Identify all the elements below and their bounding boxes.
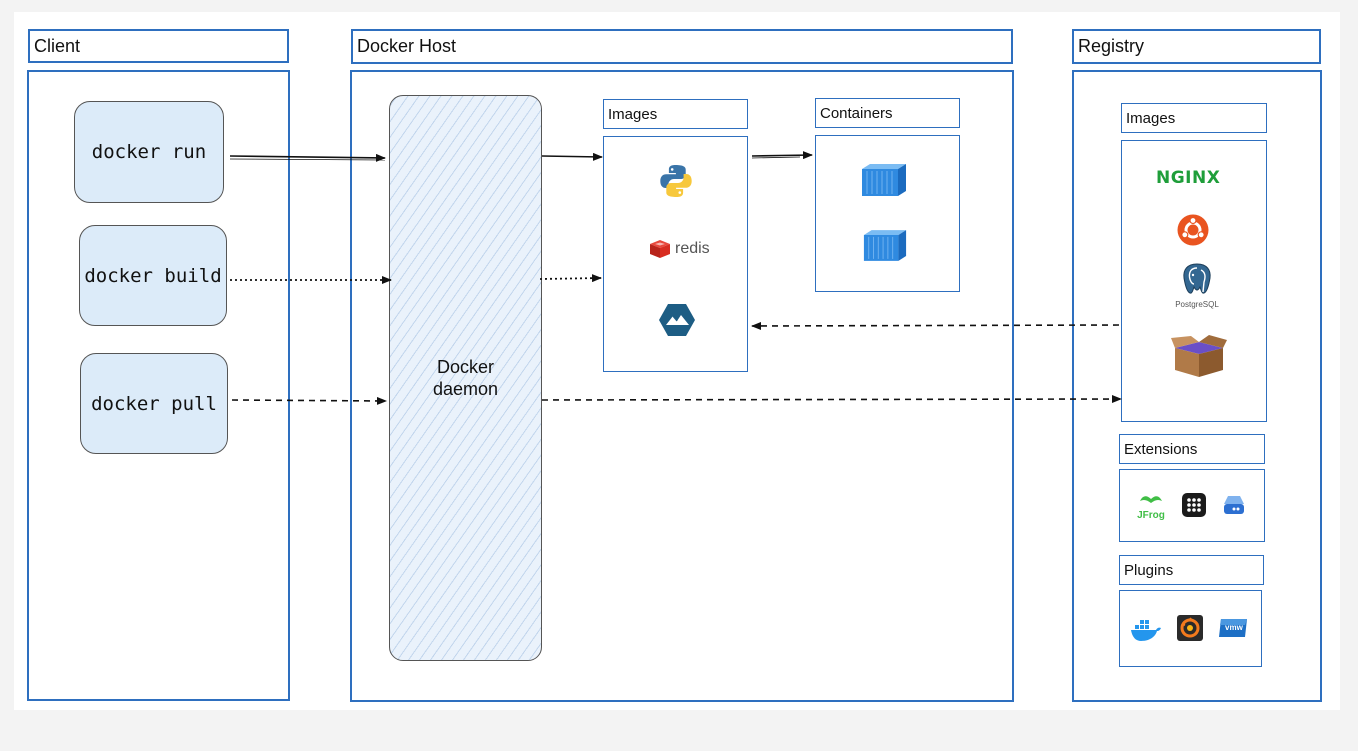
vmware-icon: vmw — [1217, 615, 1249, 646]
nginx-logo: NGINX — [1156, 168, 1221, 188]
ubuntu-icon — [1177, 214, 1209, 251]
dots-grid-icon — [1182, 493, 1206, 522]
registry-title: Registry — [1072, 29, 1321, 64]
container-icon — [862, 229, 908, 267]
daemon-to-images-run-arrow — [541, 152, 603, 161]
redis-label: redis — [675, 240, 710, 257]
jfrog-label: JFrog — [1137, 510, 1165, 521]
postgresql-icon: PostgreSQL — [1172, 262, 1222, 309]
container-icon — [860, 163, 908, 202]
registry-images-title: Images — [1121, 103, 1267, 133]
containers-title: Containers — [815, 98, 960, 128]
vmware-label: vmw — [1225, 623, 1243, 632]
daemon-to-registry-pull-arrow — [541, 395, 1122, 404]
drive-icon — [1222, 494, 1246, 521]
run-to-daemon-arrow — [229, 153, 386, 162]
extensions-title: Extensions — [1119, 434, 1265, 464]
alpine-icon — [658, 303, 696, 342]
postgresql-label: PostgreSQL — [1175, 300, 1219, 309]
redis-icon: redis — [648, 238, 710, 260]
python-icon — [658, 163, 694, 204]
registry-to-host-images-arrow — [751, 321, 1120, 330]
client-title: Client — [28, 29, 289, 63]
images-to-containers-arrow — [751, 151, 813, 160]
pull-to-daemon-arrow — [231, 396, 387, 405]
daemon-to-images-build-arrow — [539, 274, 602, 283]
containers-panel — [815, 135, 960, 292]
jfrog-icon: JFrog — [1137, 493, 1165, 521]
docker-whale-icon — [1130, 618, 1162, 647]
docker-build-command: docker build — [79, 225, 227, 326]
plugins-title: Plugins — [1119, 555, 1264, 585]
docker-daemon: Docker daemon — [389, 95, 542, 661]
docker-daemon-label: Docker daemon — [432, 357, 499, 399]
grafana-icon — [1177, 615, 1203, 646]
docker-pull-command: docker pull — [80, 353, 228, 454]
docker-host-title: Docker Host — [351, 29, 1013, 64]
docker-run-command: docker run — [74, 101, 224, 203]
host-images-title: Images — [603, 99, 748, 129]
package-box-icon — [1171, 334, 1227, 383]
